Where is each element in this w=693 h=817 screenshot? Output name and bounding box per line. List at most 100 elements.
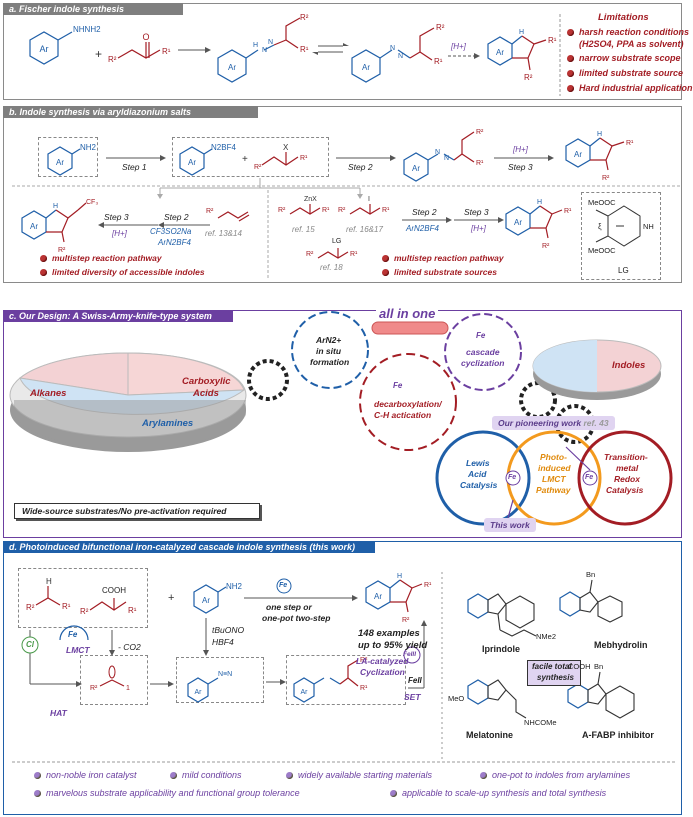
- right-limit: limited substrate sources: [382, 267, 497, 277]
- la-cat-label: LA-catalyzed: [356, 656, 409, 666]
- svg-text:R¹: R¹: [300, 155, 308, 162]
- wide-source-label: Wide-source substrates/No pre-activation…: [22, 506, 227, 516]
- svg-text:Ar: Ar: [412, 164, 420, 173]
- circle3-line: Catalysis: [606, 485, 644, 495]
- gear2-line: decarboxylation/: [374, 399, 442, 409]
- svg-text:H: H: [46, 577, 52, 586]
- svg-text:O: O: [142, 32, 149, 42]
- hantzsch-lg: LG: [618, 266, 629, 275]
- limitation-item: (H2SO4, PPA as solvent): [579, 39, 684, 49]
- svg-text:1: 1: [126, 685, 130, 692]
- svg-text:N: N: [435, 149, 440, 156]
- step1-label: Step 1: [122, 162, 147, 172]
- circle-fe-left: Fe: [508, 474, 517, 481]
- circle1-line: Acid: [468, 469, 487, 479]
- svg-text:N: N: [262, 47, 267, 54]
- svg-text:H: H: [253, 42, 258, 49]
- circle3-line: metal: [616, 463, 639, 473]
- svg-text:R²: R²: [206, 208, 214, 215]
- circle3-line: Redox: [614, 474, 640, 484]
- facile-line-1: facile total: [532, 662, 572, 671]
- left-limit: limited diversity of accessible indoles: [40, 267, 205, 277]
- svg-text:R²: R²: [360, 657, 368, 664]
- panel-b: [3, 106, 682, 283]
- yield-label: up to 95% yield: [358, 640, 428, 651]
- svg-text:Ar: Ar: [228, 63, 236, 72]
- afabp-label: A-FABP inhibitor: [582, 730, 654, 740]
- svg-text:Ar: Ar: [202, 596, 210, 605]
- panel-a-title: a. Fischer indole synthesis: [3, 3, 183, 15]
- iprindole-label: Iprindole: [482, 644, 520, 654]
- right-catalyst: [H+]: [471, 224, 486, 233]
- all-in-one-label: all in one: [376, 306, 439, 321]
- circle2-line: Pathway: [536, 485, 571, 495]
- svg-text:R²: R²: [278, 207, 286, 214]
- gear3-fe: Fe: [476, 331, 486, 340]
- svg-text:+: +: [242, 154, 248, 165]
- circle2-line: Photo-: [540, 452, 567, 462]
- svg-text:R¹: R¹: [162, 47, 171, 56]
- gear3-line: cascade: [466, 347, 500, 357]
- limitation-item: narrow substrate scope: [567, 53, 681, 63]
- svg-text:R²: R²: [402, 617, 410, 624]
- svg-text:R²: R²: [90, 685, 98, 692]
- svg-text:R²: R²: [26, 603, 35, 612]
- radical-box: [80, 655, 148, 705]
- limitation-item: Hard industrial application: [567, 83, 693, 93]
- svg-text:ξ: ξ: [598, 222, 602, 231]
- diazonium-box: [172, 137, 329, 177]
- afabp-cooh: COOH: [568, 662, 591, 671]
- diazonium-cation-box: [176, 657, 264, 703]
- svg-text:Ar: Ar: [496, 48, 504, 57]
- right-reagent: ArN2BF4: [406, 224, 439, 233]
- ketone-structure: [117, 42, 161, 59]
- svg-text:Ar: Ar: [514, 218, 522, 227]
- svg-text:R¹: R¹: [548, 36, 557, 45]
- purple-gear: [444, 313, 522, 391]
- ester-bottom: MeOOC: [588, 246, 616, 255]
- svg-text:R²: R²: [476, 129, 484, 136]
- svg-text:N: N: [268, 39, 273, 46]
- panel-a: [3, 3, 682, 100]
- indoles-label: Indoles: [612, 360, 646, 371]
- step2-label: Step 2: [348, 162, 373, 172]
- acids-label-2: Acids: [193, 388, 219, 399]
- limitations-title: Limitations: [598, 12, 649, 23]
- svg-text:H: H: [519, 29, 524, 36]
- lg-reagent-label: LG: [332, 238, 342, 245]
- svg-text:R²: R²: [338, 207, 346, 214]
- svg-text:R¹: R¹: [626, 140, 634, 147]
- svg-text:R¹: R¹: [476, 160, 484, 167]
- bn-label-2: Bn: [594, 662, 604, 671]
- step3-label: Step 3: [508, 162, 533, 172]
- ref16: ref. 16&17: [346, 225, 383, 234]
- svg-text:I: I: [368, 196, 370, 203]
- left-reagent1: CF3SO2Na: [150, 227, 192, 236]
- left-catalyst: [H+]: [112, 229, 127, 238]
- panel-b-title: b. Indole synthesis via aryldiazonium sa…: [3, 106, 258, 118]
- svg-text:R¹: R¹: [434, 57, 443, 66]
- right-limit: multistep reaction pathway: [382, 253, 504, 263]
- svg-text:R²: R²: [254, 164, 262, 171]
- panel-c-title: c. Our Design: A Swiss-Army-knife-type s…: [3, 310, 233, 322]
- svg-text:R²: R²: [602, 175, 610, 182]
- svg-text:ZnX: ZnX: [304, 196, 317, 203]
- svg-text:R²: R²: [300, 13, 309, 22]
- gear2-line: C-H actication: [374, 410, 432, 420]
- svg-text:Ar: Ar: [188, 158, 196, 167]
- svg-text:R¹: R¹: [300, 45, 309, 54]
- svg-text:Ar: Ar: [574, 150, 582, 159]
- circle1-line: Lewis: [466, 458, 490, 468]
- set-label: SET: [404, 692, 421, 702]
- circle1-line: Catalysis: [460, 480, 498, 490]
- panel-b-scheme: Ar Ar + X R² R¹ Ar N N R² R¹ Ar: [12, 129, 680, 280]
- svg-text:H: H: [537, 199, 542, 206]
- arylamines-label: Arylamines: [142, 418, 194, 429]
- svg-text:R¹: R¹: [360, 685, 368, 692]
- cl-label: Cl: [26, 640, 34, 649]
- svg-text:H: H: [397, 573, 402, 580]
- svg-text:Ar: Ar: [362, 63, 370, 72]
- one-step-label: one step or: [266, 602, 312, 612]
- svg-text:R²: R²: [58, 247, 66, 254]
